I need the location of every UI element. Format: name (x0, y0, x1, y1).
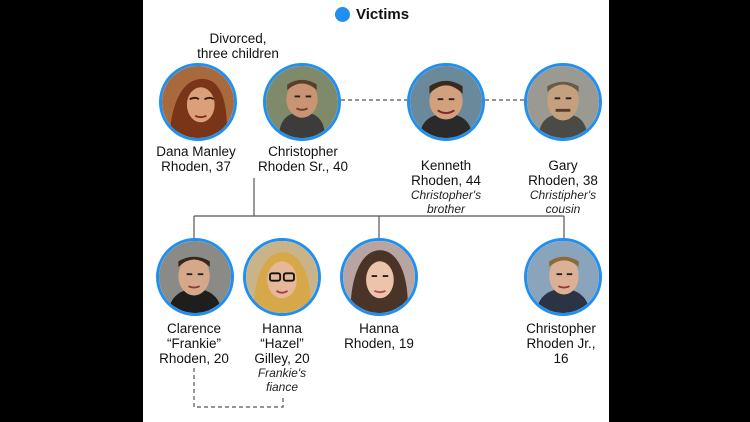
name-dana: Dana Manley Rhoden, 37 (136, 144, 256, 174)
name-line: Gary (548, 158, 578, 173)
relation-line: Christopher's (410, 188, 482, 202)
relation-line: cousin (545, 202, 581, 216)
name-line: Rhoden, 44 (411, 173, 481, 188)
name-line: Christopher (526, 321, 596, 336)
divorced-note: Divorced, three children (163, 31, 313, 61)
portrait-hanna-gilley (243, 238, 321, 316)
relation-kenneth: Christopher's brother (386, 188, 506, 216)
divorced-note-line2: three children (197, 46, 279, 61)
portrait-hanna-rhoden (340, 238, 418, 316)
name-line: Hanna (359, 321, 399, 336)
name-line: Rhoden, 19 (344, 336, 414, 351)
victim-dot-icon (335, 6, 350, 22)
name-line: Rhoden Jr., (526, 336, 596, 351)
name-christopher-jr: Christopher Rhoden Jr., 16 (501, 321, 621, 366)
name-line: Rhoden Sr., 40 (257, 159, 349, 174)
relation-line: Frankie's (257, 366, 307, 380)
name-line: Hanna (262, 321, 302, 336)
relation-line: fiance (265, 380, 299, 394)
name-christopher-sr: Christopher Rhoden Sr., 40 (243, 144, 363, 174)
name-clarence: Clarence “Frankie” Rhoden, 20 (134, 321, 254, 366)
portrait-christopher-jr (524, 238, 602, 316)
relation-gary: Christipher's cousin (503, 188, 623, 216)
name-line: Clarence (166, 321, 222, 336)
name-line: 16 (553, 351, 569, 366)
portrait-gary (524, 63, 602, 141)
portrait-clarence (156, 238, 234, 316)
name-line: “Hazel” (260, 336, 304, 351)
name-line: Kenneth (420, 158, 472, 173)
name-line: Dana Manley (156, 144, 236, 159)
relation-line: Christipher's (529, 188, 597, 202)
relation-hanna-gilley: Frankie's fiance (222, 366, 342, 394)
name-hanna-gilley: Hanna “Hazel” Gilley, 20 (222, 321, 342, 366)
name-kenneth: Kenneth Rhoden, 44 (386, 158, 506, 188)
name-line: Rhoden, 37 (161, 159, 231, 174)
name-hanna-rhoden: Hanna Rhoden, 19 (319, 321, 439, 351)
name-line: Gilley, 20 (254, 351, 310, 366)
name-gary: Gary Rhoden, 38 (503, 158, 623, 188)
legend-label: Victims (356, 5, 410, 23)
portrait-kenneth (407, 63, 485, 141)
portrait-christopher-sr (263, 63, 341, 141)
portrait-dana (159, 63, 237, 141)
divorced-note-line1: Divorced, (209, 31, 267, 46)
name-line: “Frankie” (166, 336, 221, 351)
name-line: Christopher (268, 144, 338, 159)
name-line: Rhoden, 38 (528, 173, 598, 188)
relation-line: brother (426, 202, 466, 216)
legend: Victims (335, 4, 409, 24)
name-line: Rhoden, 20 (159, 351, 229, 366)
